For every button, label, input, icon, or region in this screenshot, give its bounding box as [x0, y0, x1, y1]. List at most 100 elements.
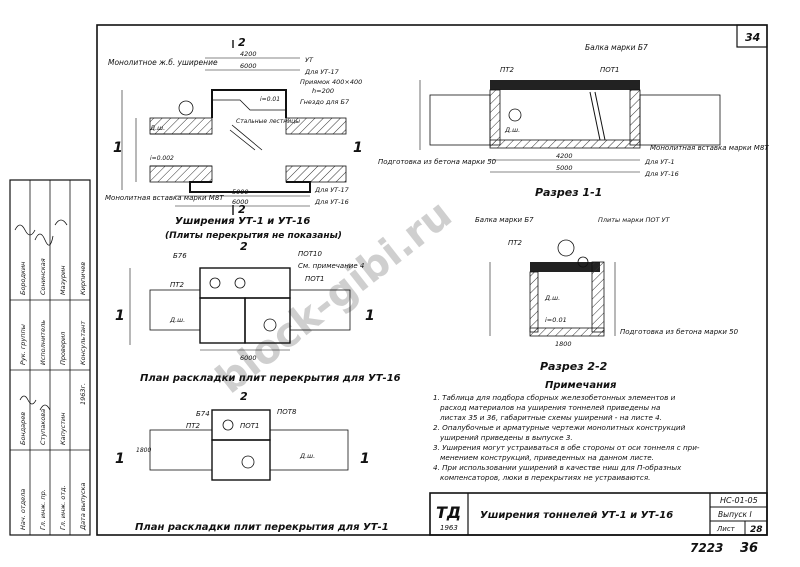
label-slabs: Плиты марки ПОТ УТ — [598, 216, 670, 224]
label-dsh-mid: Д.ш. — [169, 316, 185, 324]
plan-widening: 2 2 1 1 Монолитное ж.б. уширение Монолит… — [105, 36, 363, 241]
cut-left-mid: 1 — [115, 308, 125, 324]
note-line-9: компенсаторов, люки в перекрытиях не уст… — [440, 473, 650, 482]
label-beam-b7: Балка марки Б7 — [585, 43, 648, 52]
label-dsh: Д.ш. — [149, 124, 165, 132]
label-pot1-bottom: ПОТ1 — [240, 422, 260, 430]
logo-year: 1963 — [440, 524, 458, 532]
stamp-row-8: Дата выпуска — [79, 483, 87, 531]
note-line-3: листах 35 и 36, габаритные схемы уширени… — [439, 413, 662, 422]
label-ut-16-bottom: Для УТ-16 — [314, 198, 349, 206]
caption-ut1: План раскладки плит перекрытия для УТ-1 — [135, 522, 389, 533]
label-insert-m8t: Монолитная вставка марки М8Т — [105, 194, 224, 202]
label-concrete: Подготовка из бетона марки 50 — [378, 158, 497, 166]
dim-6000-b: 6000 — [232, 198, 249, 206]
label-stairs: Стальные лестницы — [236, 118, 300, 125]
stamp-row-6: Гл. инж. пр. — [39, 489, 47, 530]
section-mark-top: 2 — [238, 36, 246, 49]
plan-slabs-ut1: 2 1 1 Б74 ПОТ8 ПТ2 ПОТ1 Д.ш. 1800 План р… — [115, 390, 389, 533]
section-1-1: Балка марки Б7 ПТ2 ПОТ1 Д.ш. Монолитная … — [378, 43, 769, 199]
dim-6000-mid: 6000 — [240, 354, 257, 362]
signature-scribbles — [14, 219, 68, 411]
stamp-name-1: Бородкин — [19, 262, 27, 295]
cut-right-bottom: 1 — [360, 451, 370, 467]
caption-widening: Уширения УТ-1 и УТ-16 — [175, 216, 310, 227]
label-pot1-mid: ПОТ1 — [305, 275, 325, 283]
cut-right-mid: 1 — [365, 308, 375, 324]
label-pit-depth: h=200 — [312, 87, 334, 95]
sheet-number: 28 — [750, 525, 763, 535]
stamp-name-6: Ступакова — [39, 409, 47, 445]
sheet-label: Лист — [716, 525, 736, 533]
label-pt2: ПТ2 — [500, 66, 515, 74]
note-line-6: 3. Уширения могут устраиваться в обе сто… — [433, 443, 700, 452]
label-dsh-bottom: Д.ш. — [299, 452, 315, 460]
plan-slabs-ut16: 2 1 1 Б76 ПОТ10 См. примечание 4 ПОТ1 ПТ… — [115, 240, 401, 384]
caption-section-2-2: Разрез 2-2 — [540, 360, 608, 373]
stamp-row-5: Нач. отдела — [19, 489, 27, 530]
sheet-title: Уширения тоннелей УТ-1 и УТ-16 — [480, 510, 673, 521]
note-line-2: расход материалов на уширения тоннелей п… — [439, 403, 660, 412]
label-slope-1: i=0.002 — [150, 155, 174, 162]
stamp-row-1: Рук. группы — [19, 324, 27, 365]
dim-1800-bottom: 1800 — [136, 447, 151, 454]
label-b76: Б76 — [173, 252, 187, 260]
dim-5000-sec: 5000 — [556, 164, 573, 172]
label-ut16-sec: Для УТ-16 — [644, 170, 679, 178]
label-pt2-mid: ПТ2 — [170, 281, 185, 289]
label-monolith-widening: Монолитное ж.б. уширение — [108, 58, 218, 67]
stamp-row-2: Исполнитель — [39, 320, 47, 365]
stamp-name-3: Мазурин — [59, 266, 67, 296]
label-beam-b7-22: Балка марки Б7 — [475, 216, 534, 224]
caption-section-1-1: Разрез 1-1 — [535, 186, 602, 199]
section-mark-bottom-plan: 2 — [240, 390, 248, 403]
label-ut-17: УТ — [305, 56, 314, 64]
label-ut1-sec: Для УТ-1 — [644, 158, 675, 166]
doc-code: НС-01-05 — [720, 496, 758, 505]
title-block: ТД 1963 Уширения тоннелей УТ-1 и УТ-16 Н… — [429, 492, 768, 536]
dim-4200-sec: 4200 — [556, 152, 573, 160]
stamp-name-4: Кирпичев — [79, 262, 87, 295]
archive-number: 7223 — [690, 541, 723, 555]
note-line-5: уширений приведены в выпуске 3. — [439, 433, 573, 442]
label-dsh-section: Д.ш. — [504, 126, 520, 134]
cut-left-bottom: 1 — [115, 451, 125, 467]
label-pit: Приямок 400×400 — [300, 78, 362, 86]
label-pot8: ПОТ8 — [277, 408, 297, 416]
corner-box — [736, 24, 768, 48]
dim-1800-22: 1800 — [555, 340, 572, 348]
cut-mark-left: 1 — [113, 140, 123, 156]
label-b74: Б74 — [196, 410, 210, 418]
note-line-7: менением конструкций, приведенных на дан… — [440, 453, 654, 462]
label-ut-1-bottom: Для УТ-17 — [314, 186, 350, 194]
stamp-row-3: Проверил — [59, 332, 67, 365]
label-ut-1: Для УТ-17 — [304, 68, 340, 76]
cut-mark-right: 1 — [353, 140, 363, 156]
logo-td: ТД — [436, 503, 461, 522]
label-pot1: ПОТ1 — [600, 66, 620, 74]
label-socket: Гнездо для Б7 — [300, 98, 350, 106]
label-pt2-bottom: ПТ2 — [186, 422, 201, 430]
corner-number: 34 — [745, 31, 760, 44]
caption-ut16: План раскладки плит перекрытия для УТ-16 — [140, 373, 401, 384]
label-concrete-22: Подготовка из бетона марки 50 — [620, 328, 739, 336]
stamp-name-5: Бондарев — [19, 412, 27, 445]
notes-heading: Примечания — [545, 380, 617, 391]
dim-4200: 4200 — [240, 50, 257, 58]
label-see-note: См. примечание 4 — [298, 262, 364, 270]
stamp-name-2: Сонинская — [39, 258, 47, 295]
stamp-name-7: Капустин — [59, 412, 67, 445]
archive-number-2: 36 — [740, 541, 758, 556]
dim-6000: 6000 — [240, 62, 257, 70]
label-slope-22: i=0.01 — [545, 316, 567, 324]
label-pot10: ПОТ10 — [298, 250, 323, 258]
section-mark-mid: 2 — [240, 240, 248, 253]
notes-block: Примечания 1. Таблица для подбора сборны… — [433, 380, 700, 482]
stamp-row-4: Консультант — [79, 321, 87, 365]
issue-number: Выпуск I — [718, 510, 752, 519]
label-slope-2: i=0.01 — [260, 96, 280, 103]
label-insert: Монолитная вставка марки М8Т — [650, 144, 769, 152]
note-line-4: 2. Опалубочные и арматурные чертежи моно… — [433, 423, 686, 432]
note-line-8: 4. При использовании уширений в качестве… — [433, 463, 682, 472]
